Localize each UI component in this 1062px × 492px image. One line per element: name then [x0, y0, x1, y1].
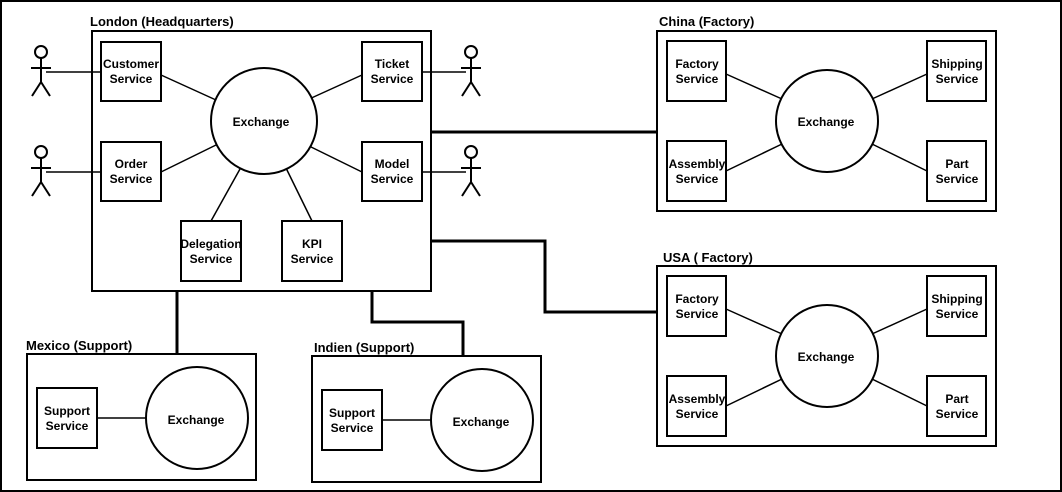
link-london-indien [370, 291, 465, 356]
mexico-exchange-label: Exchange [168, 413, 225, 427]
link-china-assembly-exchange [725, 143, 783, 172]
link-customer-exchange [160, 74, 217, 101]
delegation-service-line2: Service [190, 252, 233, 266]
usa-title: USA ( Factory) [663, 250, 753, 265]
china-part-line2: Service [936, 172, 979, 186]
mexico-support-service-node: Support Service [36, 387, 98, 449]
group-london: London (Headquarters) Exchange Customer … [90, 14, 432, 292]
indien-support-line1: Support [329, 406, 375, 420]
china-assembly-line1: Assembly [669, 157, 726, 171]
china-factory-service-node: Factory Service [666, 40, 727, 102]
order-service-line1: Order [115, 157, 148, 171]
london-title: London (Headquarters) [90, 14, 234, 29]
link-china-part-exchange [871, 143, 928, 172]
ticket-service-line1: Ticket [375, 57, 409, 71]
group-usa: USA ( Factory) Exchange Factory Service … [656, 250, 997, 447]
usa-part-line1: Part [945, 392, 968, 406]
indien-exchange [430, 368, 534, 472]
link-london-usa [431, 239, 657, 314]
mexico-support-line2: Service [46, 419, 89, 433]
group-mexico: Mexico (Support) Exchange Support Servic… [26, 338, 257, 481]
link-usa-factory-exchange [725, 308, 783, 335]
usa-assembly-line2: Service [676, 407, 719, 421]
link-model-exchange [306, 144, 363, 173]
indien-support-service-node: Support Service [321, 389, 383, 451]
usa-factory-line2: Service [676, 307, 719, 321]
model-service-line2: Service [371, 172, 414, 186]
usa-shipping-service-node: Shipping Service [926, 275, 987, 337]
china-factory-line2: Service [676, 72, 719, 86]
mexico-exchange [145, 366, 249, 470]
china-shipping-service-node: Shipping Service [926, 40, 987, 102]
customer-service-line1: Customer [103, 57, 159, 71]
china-assembly-line2: Service [676, 172, 719, 186]
link-delegation-exchange [210, 168, 241, 222]
mexico-support-line1: Support [44, 404, 90, 418]
customer-service-node: Customer Service [100, 41, 162, 102]
link-china-factory-exchange [725, 73, 783, 100]
usa-shipping-line1: Shipping [931, 292, 982, 306]
link-usa-part-exchange [871, 378, 928, 407]
order-service-line2: Service [110, 172, 153, 186]
indien-support-line2: Service [331, 421, 374, 435]
usa-shipping-line2: Service [936, 307, 979, 321]
usa-part-line2: Service [936, 407, 979, 421]
mexico-title: Mexico (Support) [26, 338, 132, 353]
china-part-line1: Part [945, 157, 968, 171]
link-ticket-exchange [306, 74, 363, 101]
customer-service-line2: Service [110, 72, 153, 86]
order-service-node: Order Service [100, 141, 162, 202]
link-kpi-exchange [285, 167, 313, 222]
model-service-line1: Model [375, 157, 410, 171]
group-indien: Indien (Support) Exchange Support Servic… [311, 340, 542, 483]
actor-icon [31, 45, 51, 97]
actor-icon [461, 145, 481, 197]
delegation-service-line1: Delegation [180, 237, 241, 251]
model-service-node: Model Service [361, 141, 423, 202]
ticket-service-line2: Service [371, 72, 414, 86]
usa-assembly-line1: Assembly [669, 392, 726, 406]
china-factory-line1: Factory [675, 57, 719, 71]
london-exchange [210, 67, 318, 175]
indien-title: Indien (Support) [314, 340, 414, 355]
china-shipping-line2: Service [936, 72, 979, 86]
link-usa-assembly-exchange [725, 378, 783, 407]
usa-factory-line1: Factory [675, 292, 719, 306]
kpi-service-line2: Service [291, 252, 334, 266]
usa-factory-service-node: Factory Service [666, 275, 727, 337]
link-order-exchange [160, 144, 217, 173]
actor-icon [461, 45, 481, 97]
usa-exchange [775, 304, 879, 408]
usa-assembly-service-node: Assembly Service [666, 375, 727, 437]
usa-exchange-label: Exchange [798, 350, 855, 364]
london-exchange-label: Exchange [233, 115, 290, 129]
china-exchange-label: Exchange [798, 115, 855, 129]
kpi-service-line1: KPI [302, 237, 322, 251]
china-exchange [775, 69, 879, 173]
china-part-service-node: Part Service [926, 140, 987, 202]
group-china: China (Factory) Exchange Factory Service… [656, 14, 997, 212]
usa-part-service-node: Part Service [926, 375, 987, 437]
actor-icon [31, 145, 51, 197]
delegation-service-node: Delegation Service [180, 220, 242, 282]
china-title: China (Factory) [659, 14, 754, 29]
kpi-service-node: KPI Service [281, 220, 343, 282]
china-assembly-service-node: Assembly Service [666, 140, 727, 202]
ticket-service-node: Ticket Service [361, 41, 423, 102]
indien-exchange-label: Exchange [453, 415, 510, 429]
china-shipping-line1: Shipping [931, 57, 982, 71]
link-china-shipping-exchange [871, 73, 928, 100]
link-usa-shipping-exchange [871, 308, 928, 335]
